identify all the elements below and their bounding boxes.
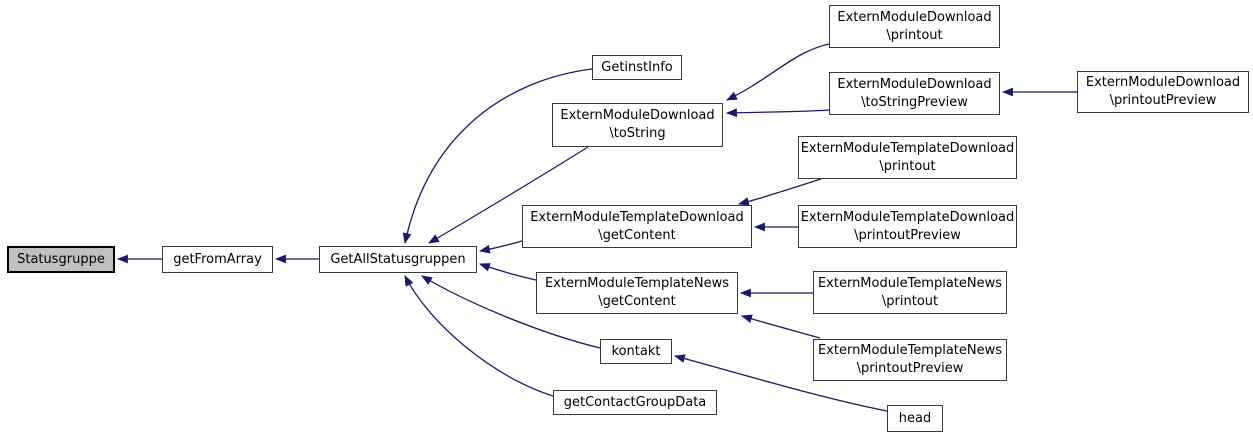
graph-node-emdPrintout[interactable]: ExternModuleDownload \printout: [829, 5, 1000, 48]
graph-node-getAllStatusgruppen[interactable]: GetAllStatusgruppen: [319, 246, 477, 273]
graph-node-label: GetinstInfo: [601, 59, 673, 75]
graph-node-label: \toStringPreview: [861, 94, 968, 110]
graph-node-emtdPrintoutPreview[interactable]: ExternModuleTemplateDownload \printoutPre…: [798, 205, 1017, 248]
graph-node-label: \toString: [609, 126, 666, 141]
graph-node-label: getFromArray: [173, 251, 262, 267]
edge-emdPrintout-emdToString: [726, 43, 830, 101]
graph-node-label: ExternModuleTemplateNews: [544, 276, 730, 291]
graph-node-label: ExternModuleTemplateNews: [817, 275, 1003, 291]
graph-node-label: ExternModuleTemplateDownload: [800, 140, 1015, 156]
graph-node-label: getContactGroupData: [563, 394, 707, 410]
graph-node-label: \printout: [879, 158, 936, 174]
graph-node-head[interactable]: head: [887, 405, 943, 432]
edge-getContactGroupData-getAllStatusgruppen: [404, 275, 554, 397]
edge-emtdPrintout-emtdGetContent: [737, 178, 822, 206]
graph-node-label: kontakt: [611, 343, 661, 359]
graph-node-kontakt[interactable]: kontakt: [600, 339, 672, 364]
graph-node-emdPrintoutPreview[interactable]: ExternModuleDownload \printoutPreview: [1077, 71, 1249, 113]
graph-node-label: ExternModuleDownload: [837, 9, 992, 25]
graph-node-getinstInfo[interactable]: GetinstInfo: [592, 55, 682, 80]
graph-node-emtdGetContent[interactable]: ExternModuleTemplateDownload \getContent: [522, 205, 752, 248]
graph-node-emtnPrintoutPreview[interactable]: ExternModuleTemplateNews \printoutPreview: [813, 339, 1007, 381]
graph-node-label: ExternModuleDownload: [837, 76, 992, 92]
graph-node-label: \printoutPreview: [856, 361, 964, 376]
edge-emtnPrintoutPreview-emtnGetContent: [740, 314, 821, 339]
graph-node-emdToStringPreview[interactable]: ExternModuleDownload \toStringPreview: [829, 72, 1000, 115]
graph-node-label: GetAllStatusgruppen: [330, 251, 466, 267]
graph-node-label: \printoutPreview: [854, 227, 961, 243]
graph-node-label: \printout: [886, 27, 943, 43]
graph-node-label: ExternModuleTemplateNews: [817, 343, 1003, 358]
graph-node-label: \getContent: [598, 294, 676, 309]
edge-emtdGetContent-getAllStatusgruppen: [478, 240, 523, 254]
graph-node-emtnPrintout[interactable]: ExternModuleTemplateNews \printout: [813, 271, 1007, 314]
graph-node-label: ExternModuleDownload: [1085, 75, 1241, 90]
graph-node-label: ExternModuleTemplateDownload: [800, 209, 1015, 225]
graph-node-statusgruppe[interactable]: Statusgruppe: [7, 246, 115, 273]
graph-node-getFromArray[interactable]: getFromArray: [162, 246, 273, 273]
graph-node-label: ExternModuleDownload: [560, 108, 715, 123]
edge-emdToStringPreview-emdToString: [725, 108, 830, 118]
graph-node-label: ExternModuleTemplateDownload: [530, 209, 744, 225]
graph-node-label: \printoutPreview: [1109, 93, 1217, 108]
graph-node-label: head: [898, 410, 932, 426]
graph-node-emtnGetContent[interactable]: ExternModuleTemplateNews \getContent: [536, 272, 738, 314]
edge-emtnGetContent-getAllStatusgruppen: [478, 263, 537, 281]
graph-node-emdToString[interactable]: ExternModuleDownload \toString: [552, 103, 723, 147]
graph-node-label: Statusgruppe: [17, 251, 105, 267]
graph-node-label: \printout: [881, 293, 939, 309]
graph-node-label: \getContent: [598, 227, 676, 243]
graph-node-getContactGroupData[interactable]: getContactGroupData: [553, 390, 717, 415]
graph-node-emtdPrintout[interactable]: ExternModuleTemplateDownload \printout: [798, 136, 1017, 179]
